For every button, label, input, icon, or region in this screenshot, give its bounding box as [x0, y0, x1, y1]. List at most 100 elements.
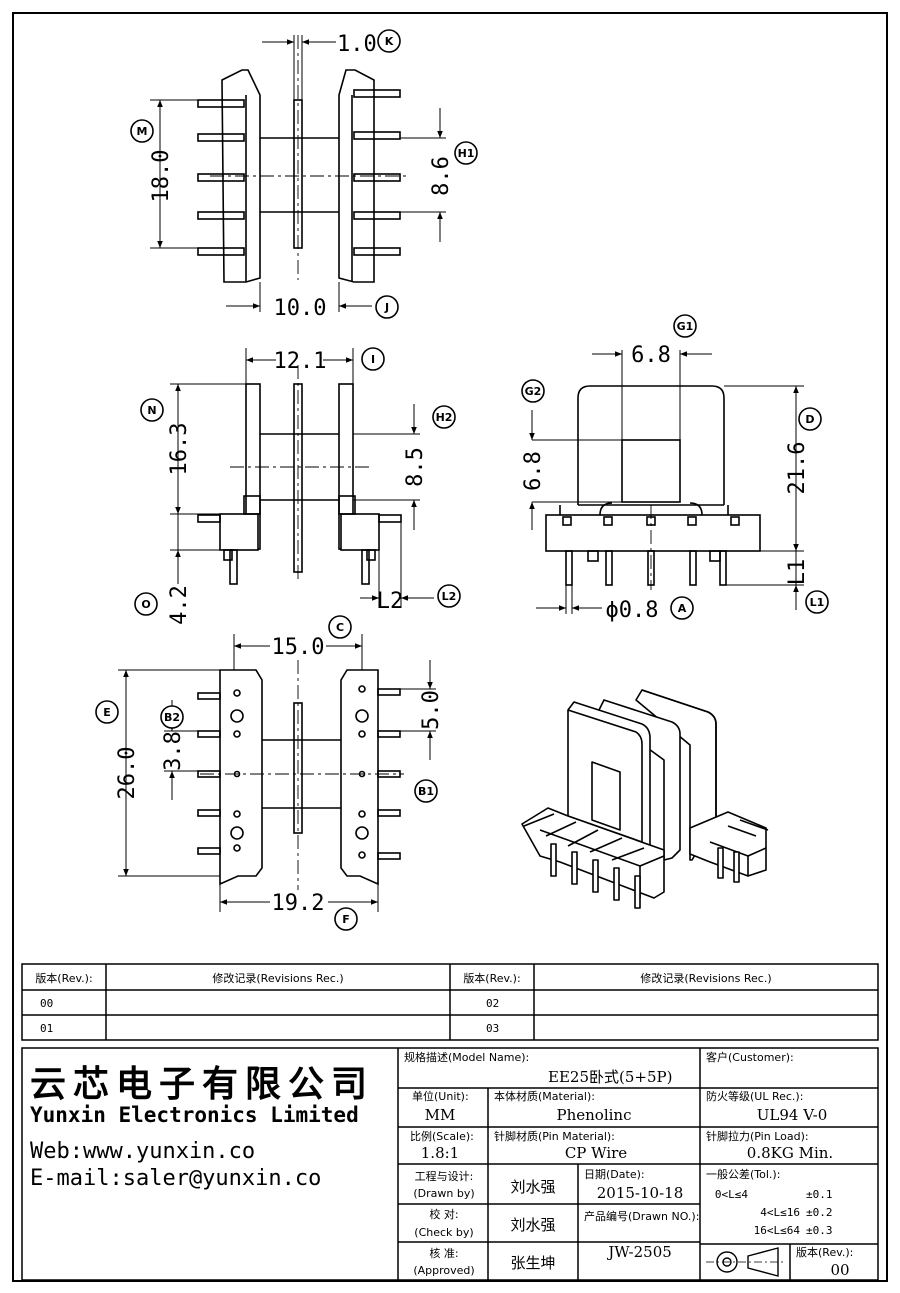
- callout-i: I: [371, 353, 375, 366]
- check-label-en: (Check by): [414, 1226, 473, 1239]
- sheet-border: [12, 12, 888, 1282]
- revision-table: [21, 963, 879, 1041]
- rev-row-00: 00: [40, 997, 53, 1010]
- rev-row-01: 01: [40, 1022, 53, 1035]
- isometric-view: [521, 689, 769, 909]
- dim-front-h2: 8.5: [403, 447, 428, 487]
- dim-top-width: 10.0: [274, 296, 327, 321]
- callout-g1: G1: [677, 320, 694, 333]
- projection-symbol-icon: [706, 1247, 786, 1277]
- drawing-no-value: JW-2505: [606, 1243, 672, 1261]
- pin-material-label: 针脚材质(Pin Material):: [494, 1129, 615, 1143]
- check-label: 校 对:: [429, 1207, 458, 1221]
- drawn-value: 刘水强: [510, 1178, 555, 1196]
- dim-front-o: 4.2: [167, 585, 192, 625]
- title-block: [21, 1047, 879, 1281]
- front-view: [197, 365, 402, 585]
- company-block: 云芯电子有限公司 Yunxin Electronics Limited Web:…: [30, 1064, 374, 1191]
- model-value: EE25卧式(5+5P): [548, 1068, 672, 1086]
- callout-b1: B1: [418, 785, 434, 798]
- front-view-dims: [170, 348, 434, 608]
- date-label: 日期(Date):: [584, 1168, 645, 1181]
- rec-header-left: 修改记录(Revisions Rec.): [212, 971, 343, 985]
- dim-side-pin: ϕ0.8: [606, 598, 659, 623]
- scale-value: 1.8:1: [421, 1144, 459, 1162]
- side-view: [545, 385, 761, 590]
- callout-l2: L2: [442, 590, 457, 603]
- ul-value: UL94 V-0: [757, 1106, 828, 1124]
- callout-h1: H1: [458, 147, 475, 160]
- unit-value: MM: [425, 1106, 456, 1124]
- date-value: 2015-10-18: [597, 1184, 683, 1202]
- pin-load-value: 0.8KG Min.: [747, 1144, 833, 1162]
- callout-m: M: [137, 125, 148, 138]
- callout-j: J: [384, 301, 389, 314]
- dim-front-width: 12.1: [274, 349, 327, 374]
- callout-h2: H2: [436, 411, 453, 424]
- dim-side-g1: 6.8: [631, 343, 671, 368]
- callout-o: O: [141, 598, 150, 611]
- tol-range-3: 16<L≤64: [754, 1224, 801, 1237]
- approve-value: 张生坤: [510, 1254, 555, 1272]
- callout-l1: L1: [810, 596, 825, 609]
- company-web: Web:www.yunxin.co: [30, 1139, 255, 1164]
- callout-b2: B2: [164, 711, 180, 724]
- callout-n: N: [147, 404, 156, 417]
- tol-value-2: ±0.2: [806, 1206, 833, 1219]
- drawing-no-label: 产品编号(Drawn NO.):: [584, 1209, 699, 1223]
- rev-header-left: 版本(Rev.):: [35, 971, 92, 985]
- approve-label-en: (Approved): [413, 1264, 474, 1277]
- check-value: 刘水强: [510, 1216, 555, 1234]
- dim-top-h1: 8.6: [429, 156, 454, 196]
- dim-front-height: 16.3: [167, 423, 192, 476]
- company-name-en: Yunxin Electronics Limited: [30, 1103, 359, 1127]
- pin-load-label: 针脚拉力(Pin Load):: [706, 1129, 809, 1143]
- callout-e: E: [103, 706, 111, 719]
- top-view-dims: [150, 35, 446, 312]
- callout-c: C: [336, 621, 344, 634]
- customer-label: 客户(Customer):: [706, 1050, 794, 1064]
- bottom-view: [197, 660, 404, 890]
- rec-header-right: 修改记录(Revisions Rec.): [640, 971, 771, 985]
- company-name-cn: 云芯电子有限公司: [30, 1064, 374, 1105]
- dim-bottom-height: 26.0: [115, 747, 140, 800]
- callouts: [95, 29, 829, 931]
- callout-labels: K M H1 J I N H2 O L2 G1 G2 D L1 A C E B2…: [103, 35, 824, 926]
- scale-label: 比例(Scale):: [410, 1129, 474, 1143]
- unit-label: 单位(Unit):: [412, 1089, 469, 1103]
- top-view: [197, 35, 410, 283]
- dim-bottom-b1: 5.0: [419, 690, 444, 730]
- tol-label: 一般公差(Tol.):: [706, 1167, 780, 1181]
- bottom-view-dims: [118, 634, 436, 912]
- dim-side-height: 21.6: [785, 442, 810, 495]
- rev-label: 版本(Rev.):: [796, 1245, 853, 1259]
- rev-header-right: 版本(Rev.):: [463, 971, 520, 985]
- company-email: E-mail:saler@yunxin.co: [30, 1166, 321, 1191]
- dim-top-pitch: 1.0: [337, 32, 377, 57]
- dim-bottom-width: 15.0: [272, 635, 325, 660]
- material-value: Phenolinc: [557, 1106, 632, 1124]
- tol-range-2: 4<L≤16: [760, 1206, 800, 1219]
- dim-bottom-f: 19.2: [272, 891, 325, 916]
- dim-top-height: 18.0: [149, 150, 174, 203]
- drawn-label-en: (Drawn by): [413, 1187, 474, 1200]
- dim-bottom-pitch: 3.8: [161, 731, 186, 771]
- callout-a: A: [678, 602, 687, 615]
- revision-table-text: 版本(Rev.): 修改记录(Revisions Rec.) 版本(Rev.):…: [35, 971, 771, 1035]
- title-block-labels: 规格描述(Model Name): EE25卧式(5+5P) 客户(Custom…: [404, 1050, 853, 1279]
- callout-k: K: [385, 35, 394, 48]
- callout-g2: G2: [525, 385, 542, 398]
- rev-row-02: 02: [486, 997, 499, 1010]
- model-label: 规格描述(Model Name):: [404, 1050, 529, 1064]
- tol-value-1: ±0.1: [806, 1188, 833, 1201]
- tol-range-1: 0<L≤4: [715, 1188, 748, 1201]
- rev-row-03: 03: [486, 1022, 499, 1035]
- dim-front-l2: L2: [377, 589, 404, 614]
- pin-material-value: CP Wire: [565, 1144, 627, 1162]
- callout-f: F: [342, 913, 350, 926]
- material-label: 本体材质(Material):: [494, 1089, 595, 1103]
- rev-value: 00: [830, 1261, 849, 1279]
- tol-value-3: ±0.3: [806, 1224, 833, 1237]
